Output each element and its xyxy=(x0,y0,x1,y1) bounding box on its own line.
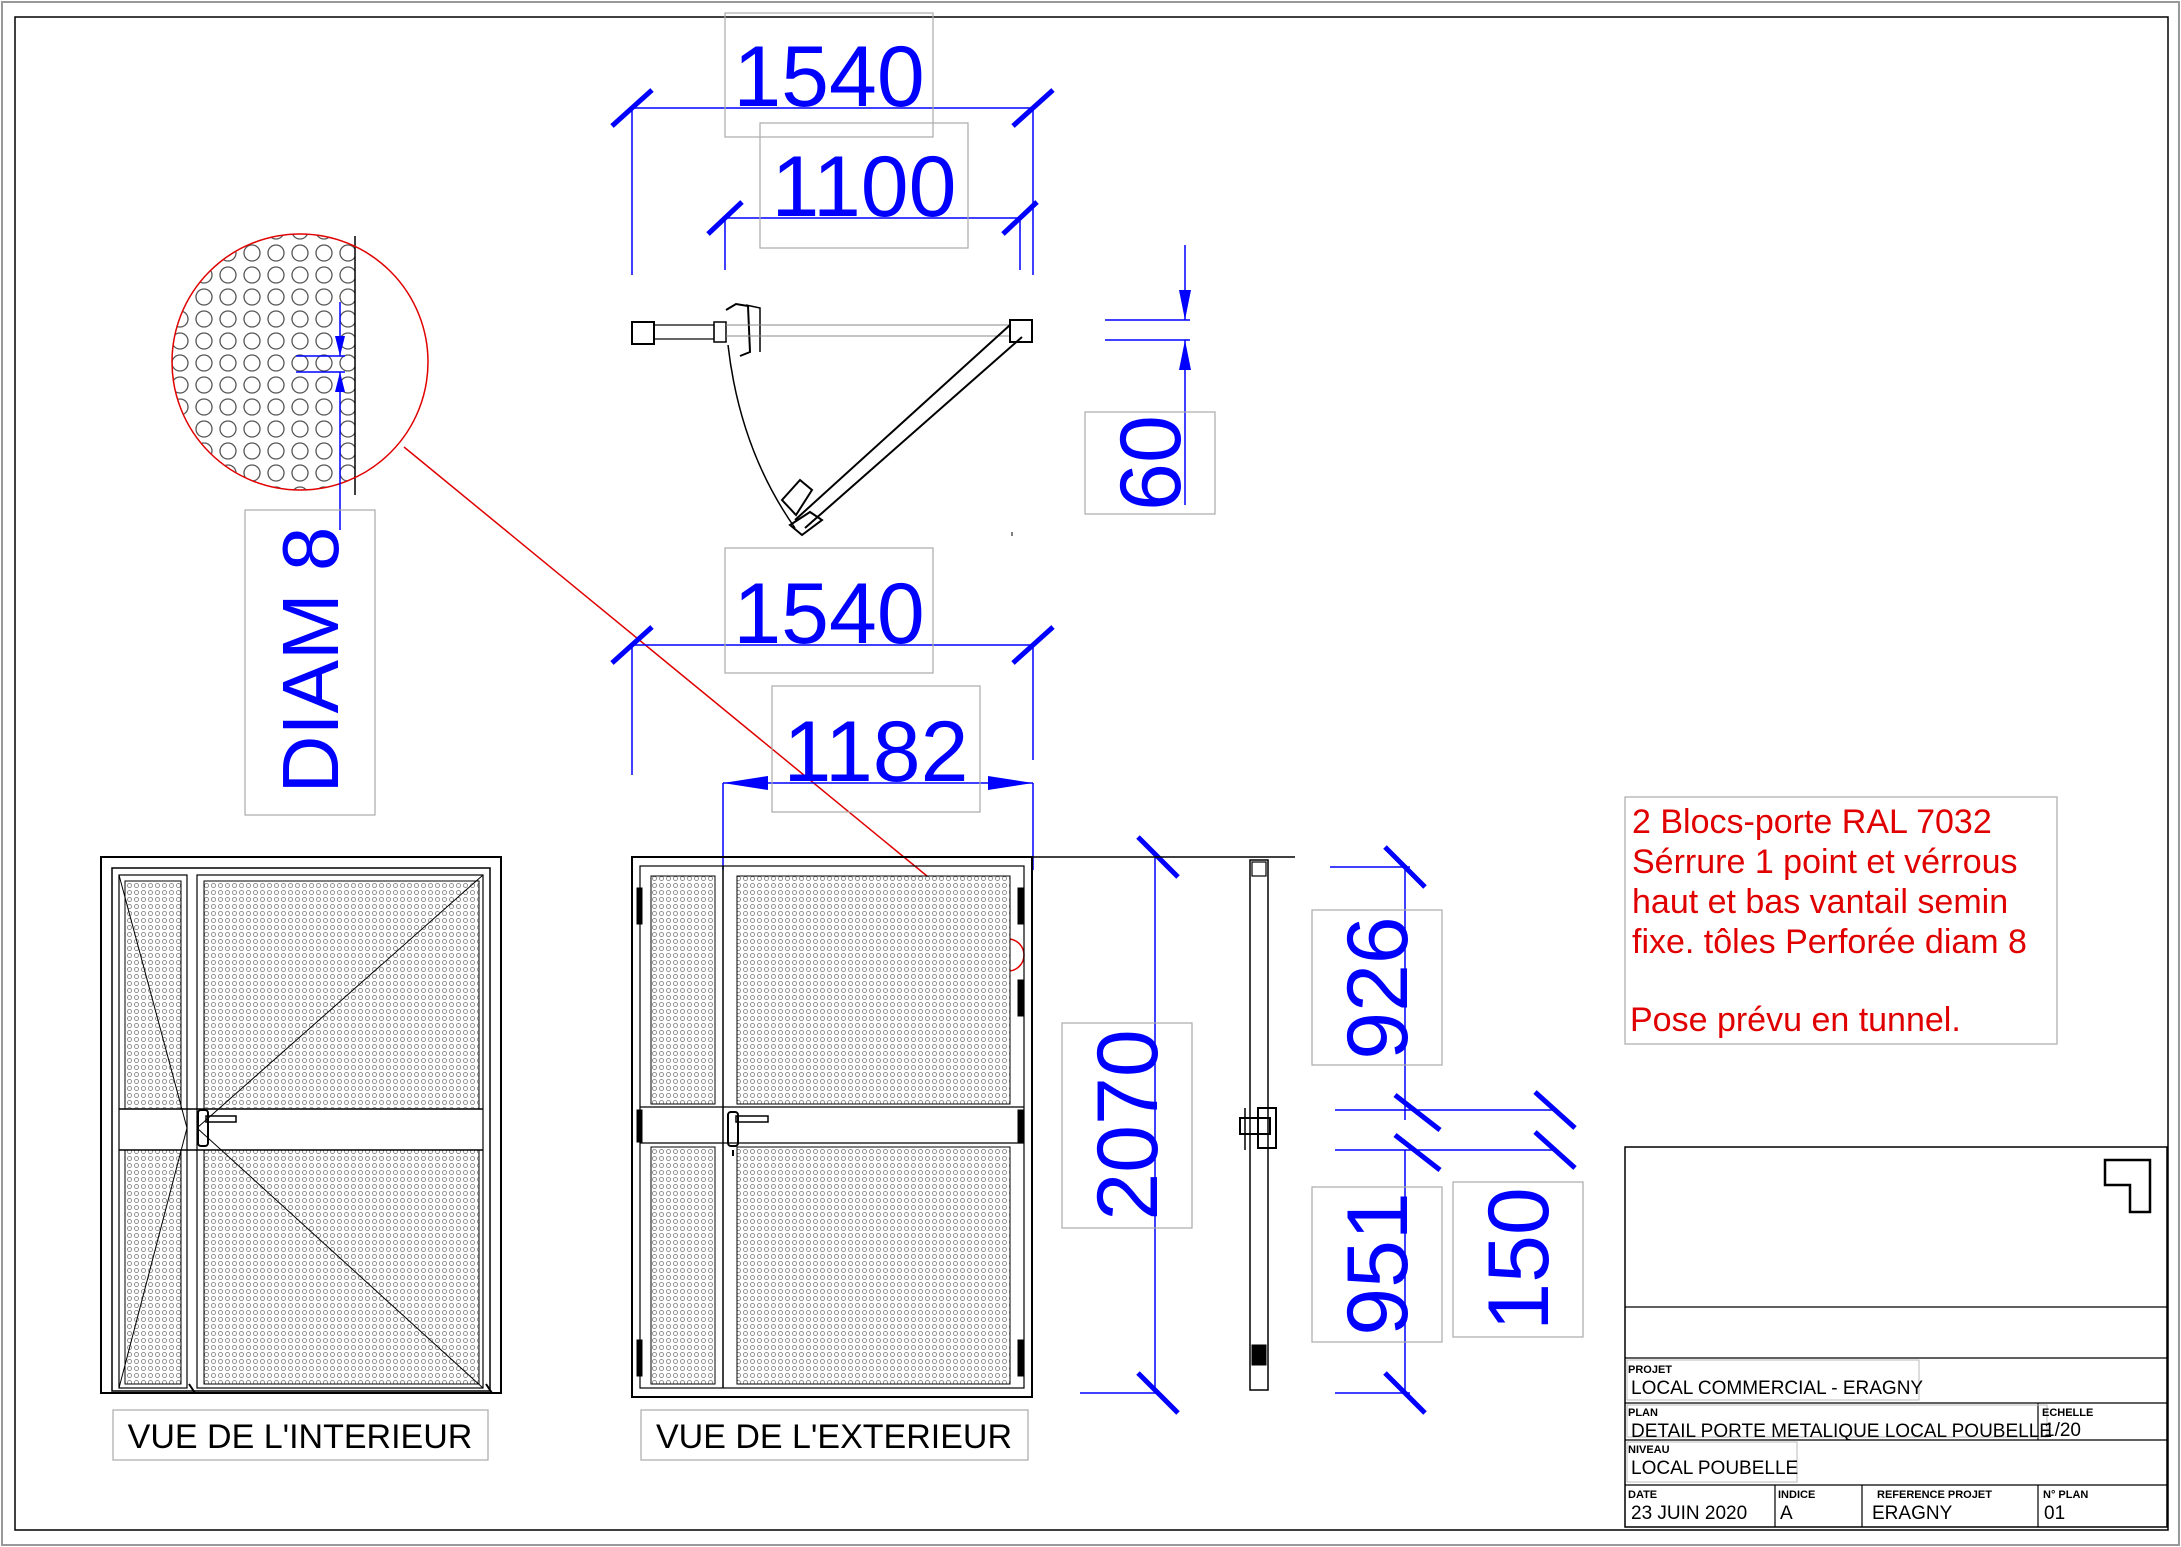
elevation-dimensions xyxy=(610,547,1584,1415)
tb-plan-value: DETAIL PORTE METALIQUE LOCAL POUBELLE xyxy=(1631,1421,2052,1442)
dim-elev-width-1: 1540 xyxy=(733,566,924,662)
tb-indice-value: A xyxy=(1780,1503,1793,1524)
exterior-view-label: VUE DE L'EXTERIEUR xyxy=(656,1418,1012,1456)
tb-num-label: N° PLAN xyxy=(2043,1489,2088,1501)
dim-bar-height: 150 xyxy=(1471,1187,1567,1331)
dim-top-width-2: 1100 xyxy=(772,139,957,235)
tb-echelle-label: ECHELLE xyxy=(2042,1407,2093,1419)
tb-projet-label: PROJET xyxy=(1628,1364,1672,1376)
tb-date-label: DATE xyxy=(1628,1489,1657,1501)
dim-elev-width-2: 1182 xyxy=(784,704,969,800)
note-box xyxy=(1624,796,2058,1045)
dim-lower-panel: 951 xyxy=(1330,1192,1426,1336)
title-block xyxy=(1624,1146,2168,1528)
diam-label: DIAM 8 xyxy=(266,527,355,794)
dim-top-width-1: 1540 xyxy=(733,29,924,125)
exterior-view xyxy=(631,856,1033,1398)
note-line-1: 2 Blocs-porte RAL 7032 xyxy=(1632,803,1992,841)
tb-echelle-value: 1/20 xyxy=(2044,1420,2081,1441)
top-dimensions xyxy=(610,12,1216,515)
tb-projet-value: LOCAL COMMERCIAL - ERAGNY xyxy=(1631,1378,1923,1399)
dim-upper-panel: 926 xyxy=(1330,916,1426,1060)
interior-view-label: VUE DE L'INTERIEUR xyxy=(128,1418,473,1456)
tb-num-value: 01 xyxy=(2044,1503,2065,1524)
tb-niveau-value: LOCAL POUBELLE xyxy=(1631,1458,1798,1479)
dim-plan-thickness: 60 xyxy=(1103,415,1199,511)
interior-view xyxy=(100,856,502,1394)
note-line-3: haut et bas vantail semin xyxy=(1632,883,2008,921)
drawing-frame xyxy=(14,16,2169,1531)
tb-ref-value: ERAGNY xyxy=(1872,1503,1953,1524)
note-line-6: Pose prévu en tunnel. xyxy=(1630,1001,1961,1039)
dim-height: 2070 xyxy=(1080,1029,1176,1220)
side-section xyxy=(1033,856,1295,1391)
note-line-4: fixe. tôles Perforée diam 8 xyxy=(1632,923,2027,961)
note-line-2: Sérrure 1 point et vérrous xyxy=(1632,843,2018,881)
tb-date-value: 23 JUIN 2020 xyxy=(1631,1503,1747,1524)
note-text: 2 Blocs-porte RAL 7032 Sérrure 1 point e… xyxy=(1630,803,2027,1039)
tb-plan-label: PLAN xyxy=(1628,1407,1658,1419)
tb-niveau-label: NIVEAU xyxy=(1628,1444,1670,1456)
tb-indice-label: INDICE xyxy=(1778,1489,1815,1501)
tb-ref-label: REFERENCE PROJET xyxy=(1877,1489,1992,1501)
plan-view xyxy=(631,302,1033,537)
